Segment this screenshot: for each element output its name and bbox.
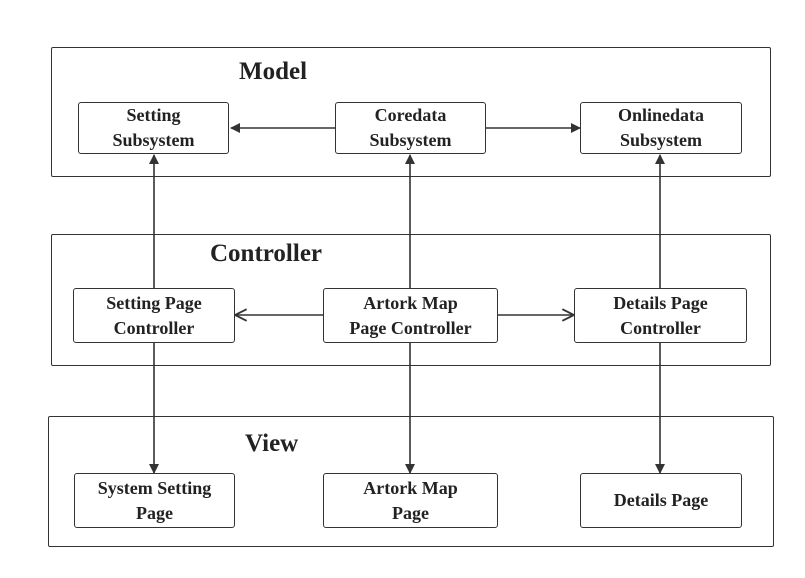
model-layer: [51, 47, 771, 177]
system-setting-page-node: System Setting Page: [74, 473, 235, 528]
node-label-line: Details Page: [613, 490, 709, 510]
artork-map-page-controller-node: Artork Map Page Controller: [323, 288, 498, 343]
onlinedata-subsystem-node: Onlinedata Subsystem: [580, 102, 742, 154]
node-label-line: Controller: [113, 317, 195, 338]
controller-layer: [51, 234, 771, 366]
node-label-line: Setting Page: [106, 292, 202, 313]
node-label-line: Subsystem: [619, 130, 703, 150]
view-layer: [48, 416, 774, 547]
node-label-line: Onlinedata: [617, 105, 705, 125]
controller-layer-title: Controller: [210, 240, 323, 267]
node-label-line: Artork Map: [363, 292, 458, 313]
node-label-line: Page: [392, 502, 429, 523]
view-layer-title: View: [245, 430, 299, 457]
details-page-controller-node: Details Page Controller: [574, 288, 747, 343]
node-label-line: Subsystem: [369, 130, 452, 150]
node-label-line: Subsystem: [112, 130, 195, 150]
node-label-line: Controller: [620, 317, 701, 338]
node-label-line: Page: [136, 502, 173, 523]
model-layer-title: Model: [239, 58, 308, 85]
node-label-line: Page Controller: [349, 317, 472, 338]
node-label-line: Coredata: [374, 105, 447, 125]
node-label-line: Artork Map: [363, 477, 458, 498]
node-label-line: Details Page: [613, 292, 708, 313]
artork-map-page-node: Artork Map Page: [323, 473, 498, 528]
details-page-node: Details Page: [580, 473, 742, 528]
setting-subsystem-node: Setting Subsystem: [78, 102, 229, 154]
node-label-line: System Setting: [97, 477, 212, 498]
coredata-subsystem-node: Coredata Subsystem: [335, 102, 486, 154]
node-label-line: Setting: [126, 105, 181, 125]
setting-page-controller-node: Setting Page Controller: [73, 288, 235, 343]
